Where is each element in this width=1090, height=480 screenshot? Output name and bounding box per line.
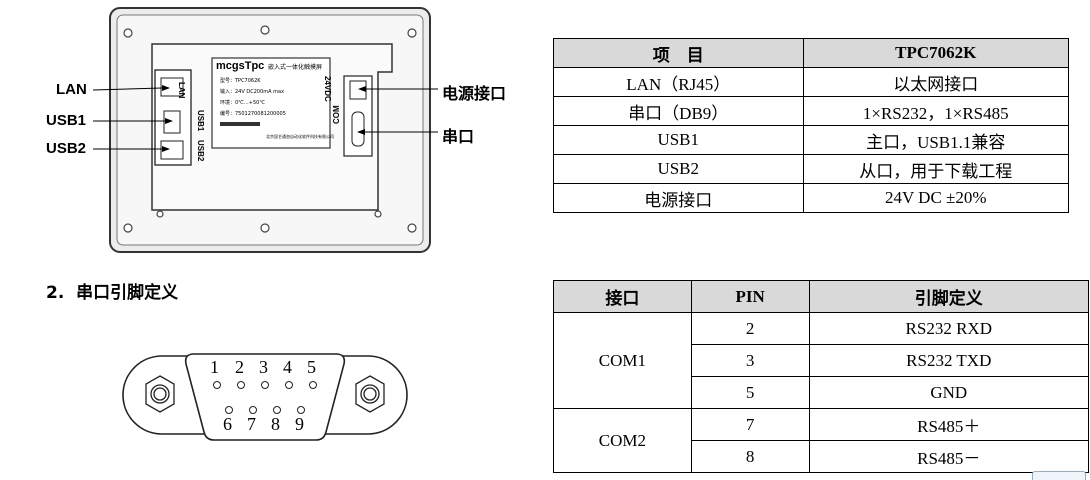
panel-dc-marking: 24VDC <box>323 76 332 102</box>
panel-usb1-marking: USB1 <box>196 110 205 132</box>
port-cell-com1: COM1 <box>553 312 692 409</box>
label-power: 电源接口 <box>442 84 507 103</box>
spec-header-item: 项 目 <box>553 38 804 68</box>
spec-cell: 以太网接口 <box>802 67 1069 97</box>
panel-usb2-marking: USB2 <box>196 140 205 162</box>
panel-model-title: 嵌入式一体化触摸屏 <box>268 64 323 71</box>
panel-com-marking: COM <box>332 105 341 124</box>
table-row: 3 RS232 TXD <box>554 344 1090 377</box>
definition-cell: RS485－ <box>808 440 1090 473</box>
db9-pin-label: 8 <box>271 414 280 434</box>
spec-cell: 1×RS232，1×RS485 <box>802 96 1069 126</box>
port-cell-com2: COM2 <box>553 408 692 473</box>
spec-cell: LAN（RJ45） <box>553 67 804 97</box>
spec-cell: 串口（DB9） <box>553 96 804 126</box>
table-row: USB2 从口，用于下载工程 <box>553 154 1069 184</box>
panel-footer-text: 北京昆仑通态自动化软件科技有限公司 <box>266 134 334 139</box>
spec-cell: USB1 <box>553 125 804 155</box>
pin-cell: 5 <box>690 376 810 409</box>
pin-cell: 2 <box>690 312 810 345</box>
label-usb1: USB1 <box>46 112 87 129</box>
panel-info-line-3: 环境：0℃…+50℃ <box>220 100 265 106</box>
panel-brand-logo: mcgsTpc <box>216 60 265 72</box>
spec-cell: 电源接口 <box>553 183 804 213</box>
table-row: USB1 主口，USB1.1兼容 <box>553 125 1069 155</box>
table-row: 串口（DB9） 1×RS232，1×RS485 <box>553 96 1069 126</box>
panel-info-line-2: 输入：24V DC200mA max <box>220 89 285 95</box>
table-row: LAN（RJ45） 以太网接口 <box>553 67 1069 97</box>
spec-table: 项 目 TPC7062K LAN（RJ45） 以太网接口 串口（DB9） 1×R… <box>553 38 1069 213</box>
spec-cell: 从口，用于下载工程 <box>802 154 1069 184</box>
db9-pin-label: 1 <box>210 357 219 377</box>
definition-cell: RS485＋ <box>808 408 1090 441</box>
pin-header-pin: PIN <box>690 280 810 313</box>
db9-pin-label: 6 <box>223 414 232 434</box>
pin-header-definition: 引脚定义 <box>808 280 1090 313</box>
device-back-panel-diagram <box>92 7 438 253</box>
db9-pin-label: 9 <box>295 414 304 434</box>
db9-pin-label: 4 <box>283 357 292 377</box>
definition-cell: GND <box>808 376 1090 409</box>
label-usb2: USB2 <box>46 140 87 157</box>
db9-pin-label: 5 <box>307 357 316 377</box>
table-row: COM2 7 RS485＋ <box>553 408 1090 473</box>
table-row: COM1 2 RS232 RXD <box>553 312 1090 409</box>
spec-cell: 主口，USB1.1兼容 <box>802 125 1069 155</box>
spec-header-model: TPC7062K <box>802 38 1069 68</box>
spec-table-header-row: 项 目 TPC7062K <box>553 38 1069 68</box>
panel-lan-marking: LAN <box>177 82 186 99</box>
pin-cell: 7 <box>690 408 810 441</box>
pin-cell: 8 <box>690 440 810 473</box>
pin-cell: 3 <box>690 344 810 377</box>
section-heading: 2. 串口引脚定义 <box>46 283 179 303</box>
db9-connector-diagram <box>122 353 408 441</box>
pin-definition-table: 接口 PIN 引脚定义 COM1 2 RS232 RXD 3 RS232 TXD… <box>553 280 1090 473</box>
definition-cell: RS232 TXD <box>808 344 1090 377</box>
db9-pin-label: 2 <box>235 357 244 377</box>
table-row: 8 RS485－ <box>554 440 1090 473</box>
panel-info-line-1: 型号：TPC7062K <box>220 78 261 84</box>
spec-cell: USB2 <box>553 154 804 184</box>
panel-info-line-4: 编号：7501270081200005 <box>220 111 286 117</box>
page-corner-tab <box>1032 471 1086 480</box>
spec-cell: 24V DC ±20% <box>802 183 1069 213</box>
pin-table-header-row: 接口 PIN 引脚定义 <box>553 280 1090 313</box>
label-serial: 串口 <box>442 127 475 146</box>
pin-header-port: 接口 <box>553 280 692 313</box>
label-lan: LAN <box>56 81 87 98</box>
table-row: 电源接口 24V DC ±20% <box>553 183 1069 213</box>
db9-pin-label: 7 <box>247 414 256 434</box>
definition-cell: RS232 RXD <box>808 312 1090 345</box>
db9-pin-label: 3 <box>259 357 268 377</box>
